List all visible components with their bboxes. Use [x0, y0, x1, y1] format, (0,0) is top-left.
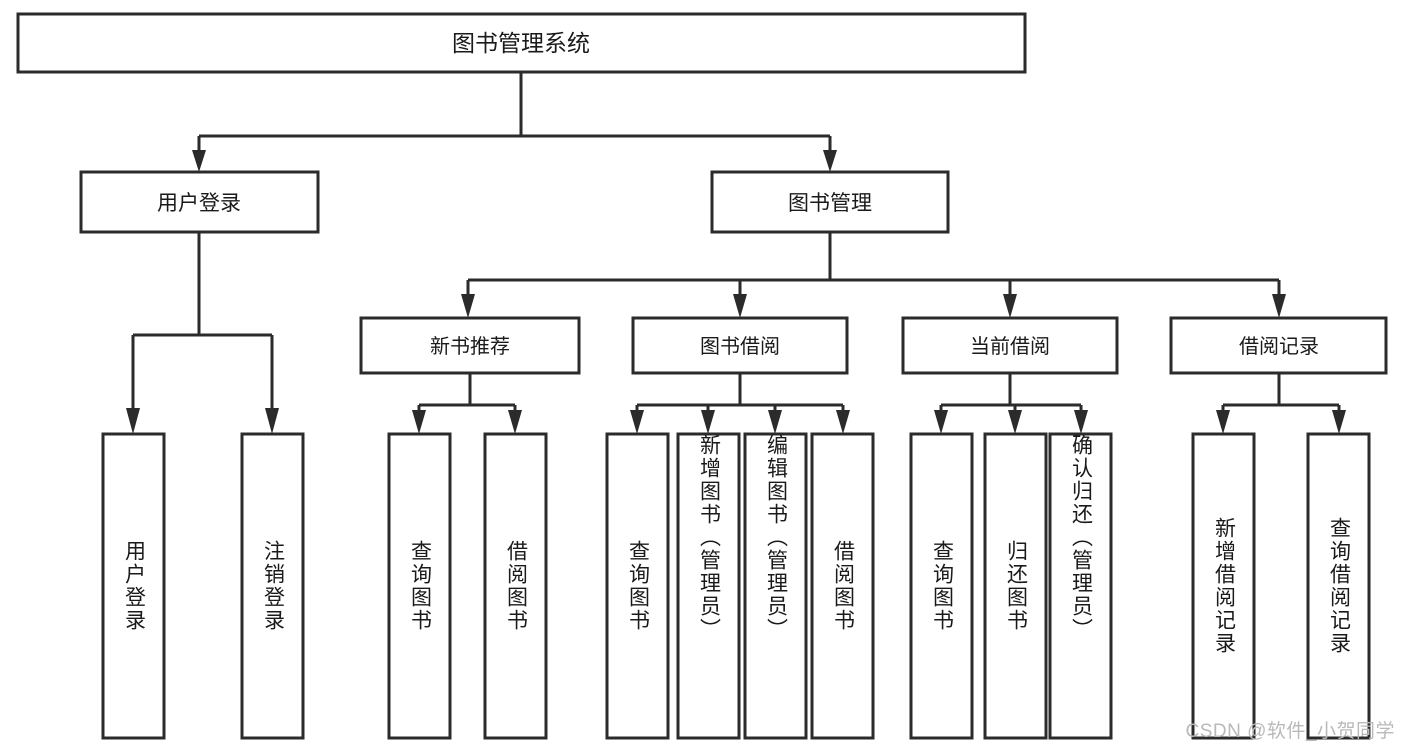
node-current-borrow-label: 当前借阅 [970, 335, 1050, 358]
connector-borrowrecord-to-leaves [1221, 373, 1341, 426]
csdn-watermark: CSDN @软件_小贺同学 [1185, 721, 1395, 742]
leaf-box-add-record[interactable] [1191, 432, 1256, 740]
leaf-box-add-book[interactable] [676, 432, 741, 740]
node-borrow-record-label: 借阅记录 [1239, 335, 1319, 358]
node-user-login-label: 用户登录 [157, 192, 241, 215]
node-book-borrow-label: 图书借阅 [700, 335, 780, 358]
leaf-box-borrow-book-2[interactable] [810, 432, 875, 740]
connector-newbook-to-leaves [417, 373, 517, 426]
node-new-book-rec-label: 新书推荐 [430, 335, 510, 358]
connector-bookborrow-to-leaves [635, 373, 845, 426]
leaf-box-confirm-return[interactable] [1048, 432, 1113, 740]
leaf-box-user-login[interactable] [101, 432, 166, 740]
arrow-heads [126, 150, 1346, 434]
leaf-box-query-book-1[interactable] [387, 432, 452, 740]
node-book-borrow[interactable]: 图书借阅 [631, 316, 849, 375]
leaf-boxes [101, 432, 1371, 740]
node-book-manage-label: 图书管理 [788, 192, 872, 215]
node-new-book-rec[interactable]: 新书推荐 [359, 316, 581, 375]
leaf-box-query-record[interactable] [1306, 432, 1371, 740]
node-user-login[interactable]: 用户登录 [79, 170, 320, 234]
connector-root-to-level1 [197, 72, 832, 164]
connector-bookmanage-to-level2 [466, 232, 1281, 310]
node-root-label: 图书管理系统 [452, 30, 590, 56]
leaf-box-edit-book[interactable] [743, 432, 808, 740]
node-current-borrow[interactable]: 当前借阅 [901, 316, 1119, 375]
node-book-manage[interactable]: 图书管理 [710, 170, 950, 234]
leaf-box-query-book-3[interactable] [909, 432, 974, 740]
leaf-box-return-book[interactable] [983, 432, 1048, 740]
leaf-box-query-book-2[interactable] [605, 432, 670, 740]
leaf-box-logout[interactable] [240, 432, 305, 740]
node-borrow-record[interactable]: 借阅记录 [1169, 316, 1388, 375]
node-root[interactable]: 图书管理系统 [16, 12, 1027, 74]
leaf-box-borrow-book-1[interactable] [483, 432, 548, 740]
connector-userlogin-to-leaves [131, 232, 274, 426]
